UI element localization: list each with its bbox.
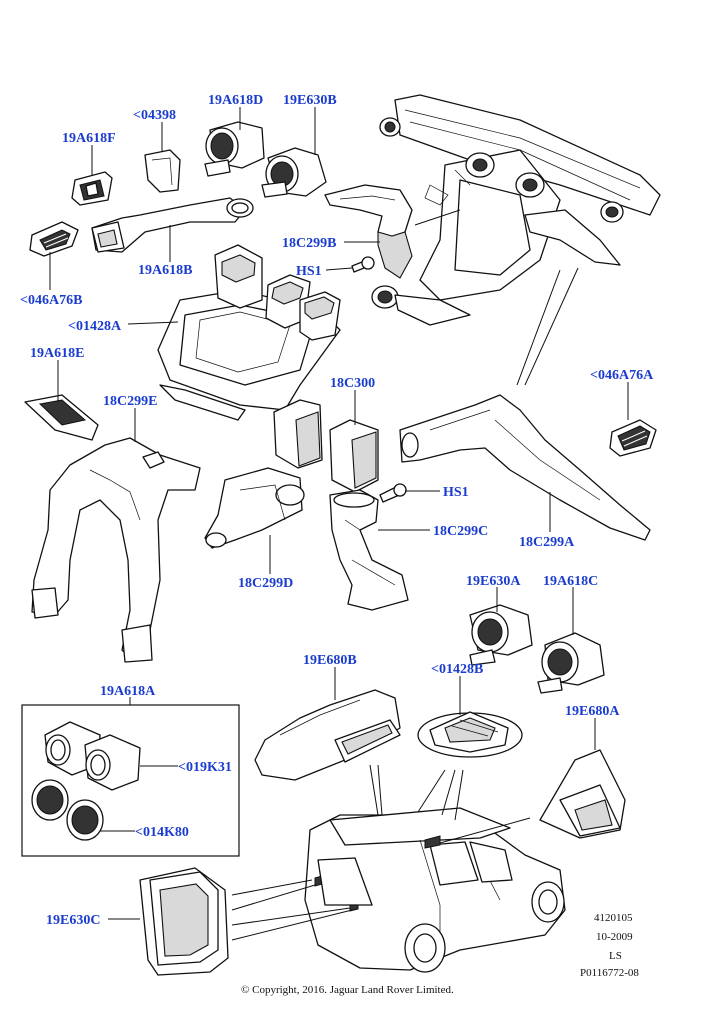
label-18C299B: 18C299B: [282, 236, 336, 251]
label-19E630C: 19E630C: [46, 913, 100, 928]
inset-19A618A: [21, 704, 240, 857]
duct-19E680A: [539, 749, 626, 839]
duct-18C300: [273, 399, 379, 493]
distribution-box-01428A: [157, 244, 341, 421]
label-01428A: <01428A: [68, 319, 122, 334]
label-01428B: <01428B: [431, 662, 483, 677]
label-18C299A: 18C299A: [519, 535, 575, 550]
label-19E680A: 19E680A: [565, 704, 620, 719]
label-19A618C: 19A618C: [543, 574, 598, 589]
label-19E630B: 19E630B: [283, 93, 337, 108]
label-019K31: <019K31: [178, 760, 232, 775]
meta-region: LS: [609, 950, 622, 962]
leader-lines: [49, 107, 629, 941]
duct-19A618B: [91, 197, 254, 253]
vent-19A618E: [24, 394, 99, 441]
label-046A76A: <046A76A: [590, 368, 654, 383]
meta-date: 10-2009: [596, 931, 633, 943]
vent-19E630B: [261, 147, 327, 198]
duct-19E680B: [254, 689, 401, 781]
label-19A618D: 19A618D: [208, 93, 263, 108]
label-014K80: <014K80: [135, 825, 189, 840]
screw-HS1-mid: [379, 483, 407, 503]
vent-046A76A: [609, 419, 657, 457]
label-18C299D: 18C299D: [238, 576, 293, 591]
label-HS1-mid: HS1: [443, 485, 469, 500]
duct-18C299E: [31, 437, 201, 663]
meta-ref: P0116772-08: [580, 967, 639, 979]
dashboard-duct-assembly: [371, 94, 661, 326]
label-046A76B: <046A76B: [20, 293, 82, 308]
vent-19E630A: [469, 604, 533, 666]
label-19A618B: 19A618B: [138, 263, 192, 278]
duct-18C299B: [324, 184, 413, 279]
vent-19A618F: [71, 171, 113, 206]
label-19A618F: 19A618F: [62, 131, 116, 146]
meta-code: 4120105: [594, 912, 633, 924]
label-19A618A: 19A618A: [100, 684, 156, 699]
label-19E680B: 19E680B: [303, 653, 357, 668]
label-18C299E: 18C299E: [103, 394, 157, 409]
copyright: © Copyright, 2016. Jaguar Land Rover Lim…: [241, 984, 454, 996]
vehicle: [304, 807, 566, 973]
vent-19E630C: [139, 867, 229, 976]
label-04398: <04398: [133, 108, 176, 123]
clip-04398: [144, 149, 181, 193]
part-labels: <04398 19A618D 19E630B 19A618F <046A76B …: [20, 93, 654, 928]
box-01428B: [417, 711, 523, 758]
label-19E630A: 19E630A: [466, 574, 521, 589]
duct-18C299D: [204, 467, 305, 549]
label-HS1-top: HS1: [296, 264, 322, 279]
vent-19A618C: [537, 632, 605, 694]
screw-HS1-top: [351, 256, 375, 273]
label-18C299C: 18C299C: [433, 524, 488, 539]
label-18C300: 18C300: [330, 376, 375, 391]
diagram-meta: 4120105 10-2009 LS P0116772-08: [580, 912, 639, 979]
vent-19A618D: [204, 121, 265, 177]
duct-18C299C: [329, 489, 409, 611]
vent-046A76B: [29, 221, 79, 257]
duct-18C299A: [399, 394, 651, 541]
label-19A618E: 19A618E: [30, 346, 84, 361]
